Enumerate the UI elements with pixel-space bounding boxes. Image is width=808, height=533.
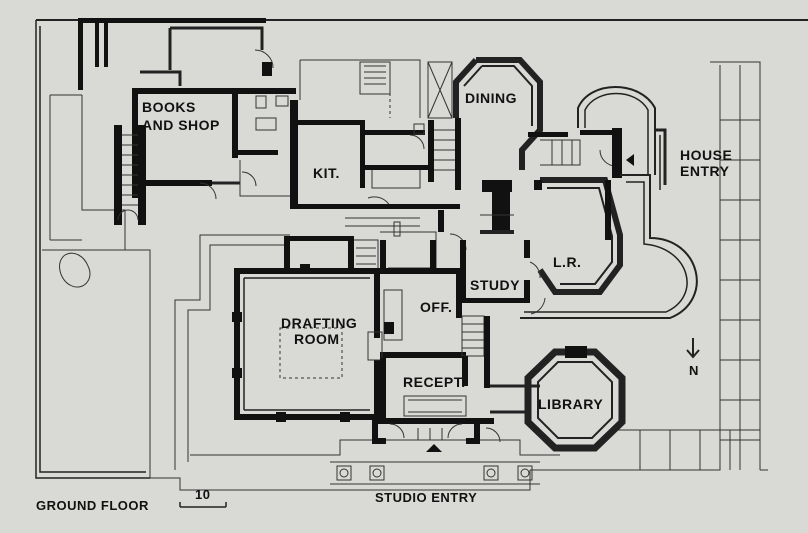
room-label-dining: DINING (465, 90, 517, 106)
room-label-room: ROOM (294, 331, 340, 347)
north-label: N (689, 363, 699, 378)
room-label-office: OFF. (420, 299, 452, 315)
room-label-kitchen: KIT. (313, 165, 340, 181)
studio-entry-label: STUDIO ENTRY (375, 490, 477, 505)
scale-label: 10 (195, 487, 210, 502)
room-label-books: BOOKS (142, 99, 196, 115)
house-walls (78, 18, 698, 319)
room-label-reception: RECEPT. (403, 374, 466, 390)
scale-bar (179, 502, 227, 508)
north-arrow (686, 338, 700, 359)
studio-walls (232, 231, 626, 485)
room-label-house-entry-1: HOUSE (680, 147, 732, 163)
room-label-house-entry-2: ENTRY (680, 163, 730, 179)
room-label-study: STUDY (470, 277, 520, 293)
plan-caption: GROUND FLOOR (36, 498, 149, 513)
room-label-drafting: DRAFTING (281, 315, 357, 331)
room-label-shop: AND SHOP (142, 117, 220, 133)
room-label-living-room: L.R. (553, 254, 581, 270)
room-label-library: LIBRARY (538, 396, 603, 412)
